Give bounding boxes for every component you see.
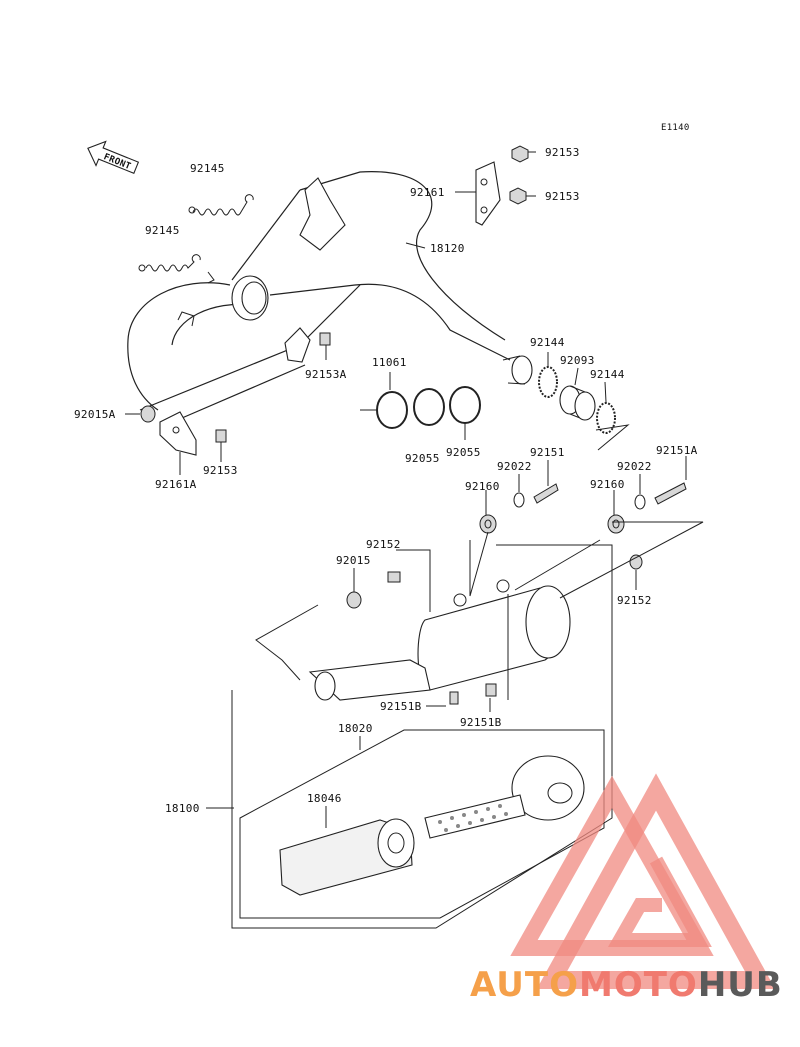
label-92151: 92151 bbox=[530, 446, 565, 459]
label-92144: 92144 bbox=[590, 368, 625, 381]
spring-92145-lower bbox=[138, 254, 201, 272]
bolt-icon bbox=[509, 187, 527, 205]
washer-92022-icon bbox=[634, 494, 646, 510]
svg-text:AUTOMOTOHUB: AUTOMOTOHUB bbox=[470, 965, 783, 1005]
grommet-92160-icon bbox=[607, 514, 625, 534]
collar-92152-icon bbox=[387, 571, 401, 583]
logo-triangle-icon bbox=[510, 773, 776, 989]
label-92055: 92055 bbox=[446, 446, 481, 459]
label-92093: 92093 bbox=[560, 354, 595, 367]
bolt-92151B-icon bbox=[485, 683, 497, 697]
bolt-92151A-icon bbox=[654, 482, 687, 505]
label-92055: 92055 bbox=[405, 452, 440, 465]
bolt-92153A-icon bbox=[319, 332, 331, 346]
clamp-92144-b bbox=[596, 402, 616, 434]
end-cap-18020 bbox=[424, 755, 585, 839]
label-92144: 92144 bbox=[530, 336, 565, 349]
label-92153: 92153 bbox=[203, 464, 238, 477]
label-92145: 92145 bbox=[190, 162, 225, 175]
gasket-11061 bbox=[376, 391, 408, 429]
logo-text-moto: MOTO bbox=[579, 965, 698, 1005]
label-92153: 92153 bbox=[545, 190, 580, 203]
logo-text-hub: HUB bbox=[698, 965, 783, 1005]
perforated-tube bbox=[438, 804, 508, 832]
bolt-92151-icon bbox=[533, 483, 559, 504]
label-92145: 92145 bbox=[145, 224, 180, 237]
assembly-box-18020 bbox=[239, 729, 605, 919]
packing-18046 bbox=[279, 818, 415, 896]
label-92160: 92160 bbox=[590, 478, 625, 491]
pipe-hook bbox=[177, 271, 215, 327]
label-92161: 92161 bbox=[410, 186, 445, 199]
bolt-92151B-icon bbox=[449, 691, 459, 705]
grommet-92160-icon bbox=[479, 514, 497, 534]
label-92160: 92160 bbox=[465, 480, 500, 493]
label-92022: 92022 bbox=[617, 460, 652, 473]
label-92153: 92153 bbox=[545, 146, 580, 159]
label-18020: 18020 bbox=[338, 722, 373, 735]
label-18046: 18046 bbox=[307, 792, 342, 805]
front-arrow-icon: FRONT bbox=[87, 140, 140, 175]
label-92152: 92152 bbox=[617, 594, 652, 607]
label-92152: 92152 bbox=[366, 538, 401, 551]
nut-92015A-icon bbox=[140, 405, 156, 423]
part-labels: 92153 92161 92153 92145 92145 18120 9215… bbox=[74, 146, 698, 815]
logo-text-auto: AUTO bbox=[470, 965, 579, 1005]
watermark-logo: AUTOMOTOHUB bbox=[470, 773, 783, 1005]
joint-92093 bbox=[559, 385, 596, 421]
label-92151B: 92151B bbox=[460, 716, 502, 729]
label-11061: 11061 bbox=[372, 356, 407, 369]
spring-92145-upper bbox=[188, 194, 254, 216]
diagram-id: E1140 bbox=[661, 123, 690, 133]
label-92151A: 92151A bbox=[656, 444, 698, 457]
label-92022: 92022 bbox=[497, 460, 532, 473]
bolt-icon bbox=[511, 145, 529, 163]
label-18120: 18120 bbox=[430, 242, 465, 255]
label-92153A: 92153A bbox=[305, 368, 347, 381]
nut-92015-icon bbox=[346, 591, 362, 609]
assembly-box-18100 bbox=[231, 544, 613, 929]
mount-tab bbox=[284, 327, 311, 363]
bracket-92161 bbox=[475, 161, 501, 226]
leader-lines bbox=[125, 151, 704, 828]
label-18100: 18100 bbox=[165, 802, 200, 815]
gasket-92055-a bbox=[413, 388, 445, 426]
gasket-92055-b bbox=[449, 386, 481, 424]
collar-92152-icon bbox=[629, 554, 643, 570]
silencer-body bbox=[308, 579, 571, 701]
label-92015A: 92015A bbox=[74, 408, 116, 421]
clamp-92144-a bbox=[538, 366, 558, 398]
label-92161A: 92161A bbox=[155, 478, 197, 491]
washer-92022-icon bbox=[513, 492, 525, 508]
label-92015: 92015 bbox=[336, 554, 371, 567]
header-pipe-18120 bbox=[127, 171, 533, 419]
bolt-92153-icon bbox=[215, 429, 227, 443]
label-92151B: 92151B bbox=[380, 700, 422, 713]
bracket-92161A bbox=[159, 411, 197, 456]
